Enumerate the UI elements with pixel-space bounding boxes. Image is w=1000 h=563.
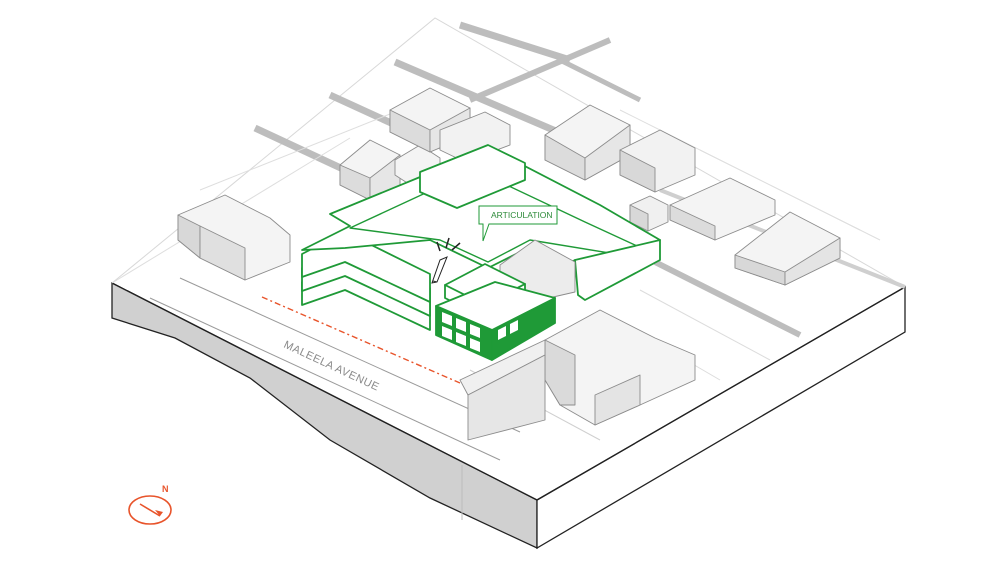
north-label: N <box>162 484 169 494</box>
rear-tower <box>419 144 526 209</box>
north-compass-icon: N <box>128 484 172 525</box>
callout-label: ARTICULATION <box>491 210 553 220</box>
context-shed <box>629 195 669 232</box>
context-buildings <box>177 87 841 441</box>
pencil-icon <box>431 237 461 284</box>
front-facade-top <box>435 281 556 331</box>
articulation-callout: ARTICULATION <box>478 205 558 242</box>
facade-windows <box>442 312 518 352</box>
right-wing <box>574 239 661 301</box>
context-house <box>544 104 696 193</box>
context-house <box>669 177 776 241</box>
site-boundary-line <box>261 296 461 384</box>
context-wall <box>467 354 546 441</box>
context-house <box>177 194 291 281</box>
callout-box <box>478 205 558 242</box>
context-house <box>734 211 841 286</box>
